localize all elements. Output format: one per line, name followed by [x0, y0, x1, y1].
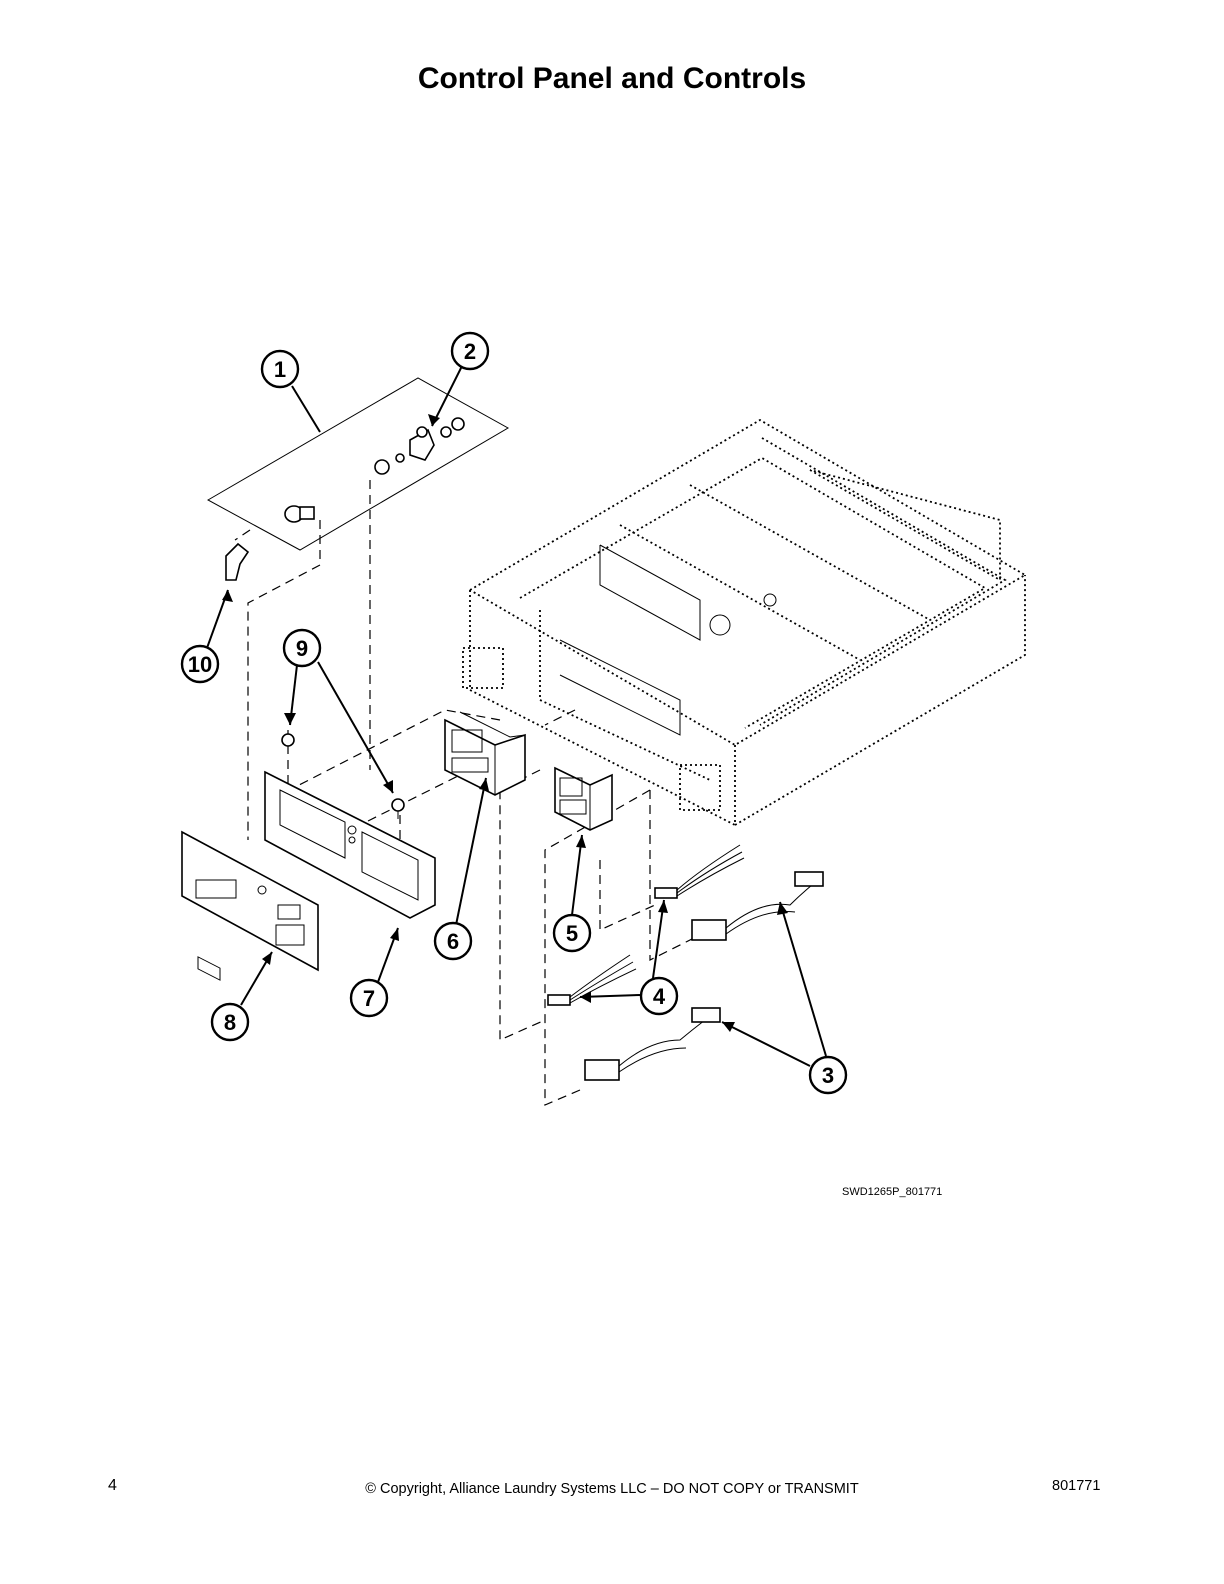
harness-cable-part-3-a	[691, 871, 824, 941]
callout-6-label: 6	[447, 929, 459, 954]
callout-8: 8	[210, 1002, 250, 1042]
elbow-fitting-part-10	[225, 542, 250, 581]
callout-10-label: 10	[188, 652, 212, 677]
page-number: 4	[108, 1477, 117, 1494]
callout-9: 9	[282, 628, 322, 668]
leader-lines	[206, 365, 827, 1067]
callout-1-label: 1	[274, 357, 286, 382]
callout-6: 6	[433, 921, 473, 961]
callout-8-label: 8	[224, 1010, 236, 1035]
callout-7: 7	[349, 978, 389, 1018]
wire-harness-part-4-b	[547, 954, 637, 1006]
machine-frame	[462, 418, 1027, 827]
callout-5: 5	[552, 913, 592, 953]
bracket-part-2	[409, 426, 435, 461]
wire-harness-part-4-a	[654, 844, 745, 899]
document-number: 801771	[1052, 1478, 1101, 1494]
callout-10: 10	[180, 644, 220, 684]
control-panel-bracket-part-7	[264, 770, 436, 919]
callout-5-label: 5	[566, 921, 578, 946]
figure-id: SWD1265P_801771	[842, 1186, 943, 1198]
control-module-part-6	[444, 711, 526, 796]
callout-3-label: 3	[822, 1063, 834, 1088]
callout-4-label: 4	[653, 984, 666, 1009]
callout-7-label: 7	[363, 986, 375, 1011]
callout-4: 4	[639, 976, 679, 1016]
harness-cable-part-3-b	[584, 1007, 721, 1081]
screw-part-9-b	[391, 798, 405, 819]
control-overlay-part-8	[181, 830, 319, 981]
page-title: Control Panel and Controls	[417, 62, 807, 95]
control-module-part-5	[554, 766, 613, 831]
callout-2-label: 2	[464, 339, 476, 364]
callout-3: 3	[808, 1055, 848, 1095]
callout-9-label: 9	[296, 636, 308, 661]
screw-part-9-a	[281, 733, 295, 754]
copyright-notice: © Copyright, Alliance Laundry Systems LL…	[365, 1481, 859, 1497]
callout-1: 1	[260, 349, 300, 389]
hardware-kit	[206, 377, 510, 581]
screw-part	[284, 505, 315, 523]
callout-2: 2	[450, 331, 490, 371]
